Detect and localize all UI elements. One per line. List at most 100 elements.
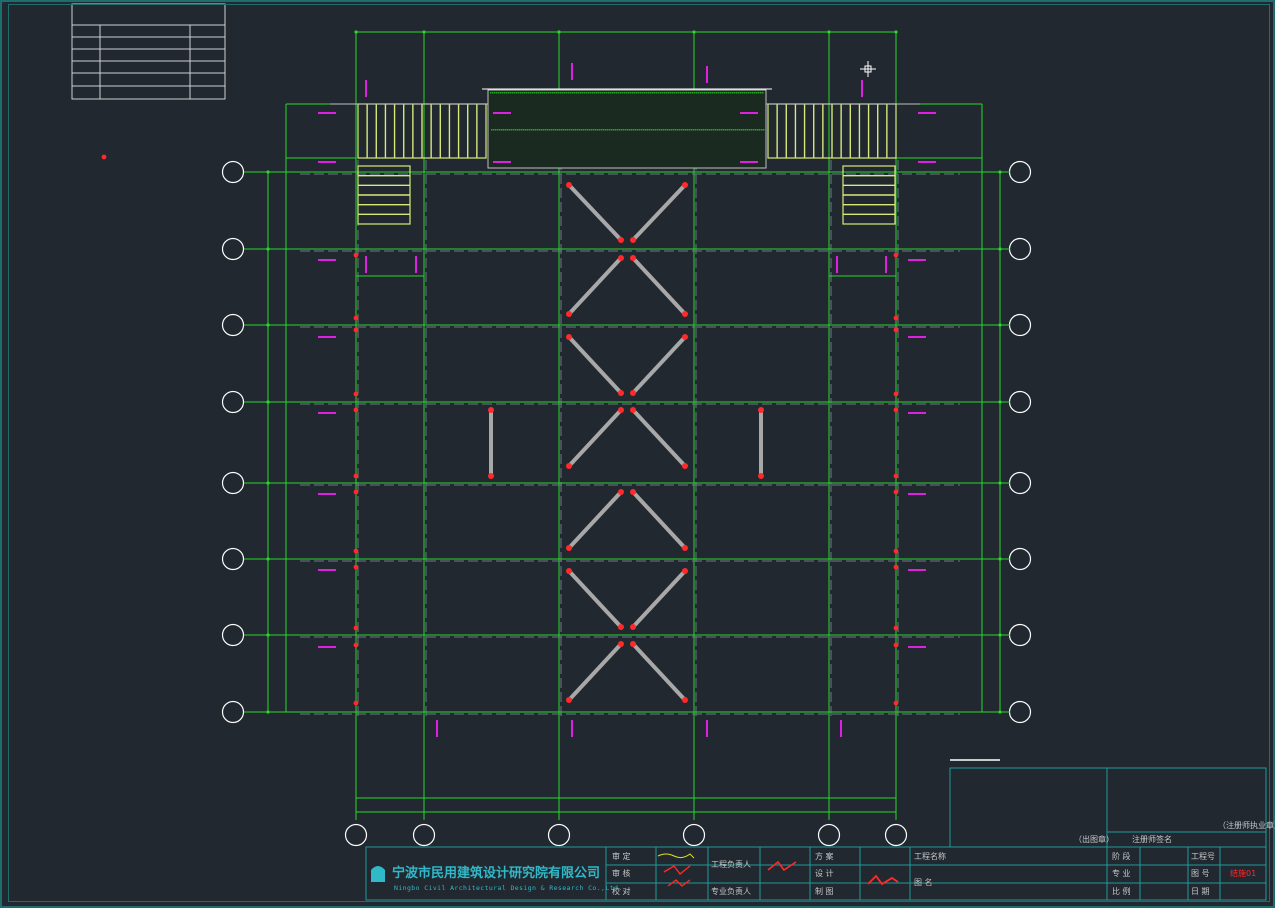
slab-hatch-dot	[728, 92, 730, 94]
slab-hatch-dot	[697, 129, 699, 131]
axis-bubble-left	[221, 547, 245, 571]
slab-hatch-dot	[597, 129, 599, 131]
slab-hatch-dot	[530, 92, 532, 94]
label-drawing-name: 图 名	[914, 878, 933, 887]
slab-hatch-dot	[636, 92, 638, 94]
slab-hatch-dot	[703, 129, 705, 131]
slab-hatch-dot	[749, 129, 751, 131]
slab-hatch-dot	[550, 92, 552, 94]
slab-hatch-dot	[621, 129, 623, 131]
brace-node	[682, 311, 688, 317]
slab-hatch-dot	[548, 92, 550, 94]
x-brace	[631, 490, 687, 550]
slab-hatch-dot	[642, 92, 644, 94]
drawing-number-value: 结施01	[1230, 869, 1257, 878]
slab-hatch-dot	[576, 92, 578, 94]
brace-node	[630, 255, 636, 261]
slab-hatch-dot	[588, 92, 590, 94]
brace-node	[630, 237, 636, 243]
slab-hatch-dot	[740, 92, 742, 94]
axis-bubble-left	[221, 390, 245, 414]
label-drawing: 制 图	[815, 887, 834, 896]
brace-node	[682, 334, 688, 340]
slab-hatch-dot	[546, 92, 548, 94]
slab-hatch-dot	[688, 92, 690, 94]
slab-hatch-dot	[520, 92, 522, 94]
slab-hatch-dot	[610, 92, 612, 94]
title-block-frame	[365, 846, 1267, 901]
slab-hatch-dot	[755, 129, 757, 131]
slab-hatch-dot	[628, 92, 630, 94]
brace-node	[630, 390, 636, 396]
slab-hatch-dot	[618, 92, 620, 94]
brace-node	[630, 489, 636, 495]
brace-node	[566, 311, 572, 317]
axis-bubble-left	[221, 237, 245, 261]
slab-hatch-dot	[501, 129, 503, 131]
slab-hatch-dot	[497, 129, 499, 131]
x-brace	[567, 183, 623, 242]
slab-hatch-dot	[754, 92, 756, 94]
brace-layer	[489, 183, 763, 702]
slab-hatch-dot	[758, 92, 760, 94]
label-reg-seal: （注册师执业章）	[1218, 821, 1275, 830]
slab-hatch-dot	[702, 92, 704, 94]
slab-hatch-dot	[615, 129, 617, 131]
column-marker	[353, 700, 359, 706]
slab-hatch-dot	[674, 92, 676, 94]
slab-hatch-dot	[599, 129, 601, 131]
brace-node	[682, 545, 688, 551]
slab-hatch-dot	[699, 129, 701, 131]
slab-hatch-dot	[532, 92, 534, 94]
slab-hatch-dot	[675, 129, 677, 131]
slab-hatch-dot	[733, 129, 735, 131]
slab-hatch-dot	[717, 129, 719, 131]
seal-block-frame	[949, 767, 1267, 848]
slab-hatch-dot	[698, 92, 700, 94]
slab-hatch-dot	[609, 129, 611, 131]
brace-node	[618, 407, 624, 413]
slab-hatch-dot	[653, 129, 655, 131]
slab-hatch-dot	[510, 92, 512, 94]
slab-hatch-dot	[722, 92, 724, 94]
slab-hatch-dot	[732, 92, 734, 94]
slab-hatch-dot	[626, 92, 628, 94]
slab-hatch-dot	[745, 129, 747, 131]
slab-hatch-dot	[583, 129, 585, 131]
slab-hatch-dot	[627, 129, 629, 131]
slab-hatch-dot	[564, 92, 566, 94]
slab-hatch-dot	[620, 92, 622, 94]
slab-hatch-dot	[723, 129, 725, 131]
slab-hatch-dot	[747, 129, 749, 131]
slab-hatch-dot	[543, 129, 545, 131]
slab-hatch-dot	[664, 92, 666, 94]
slab-hatch-dot	[743, 129, 745, 131]
slab-hatch-dot	[605, 129, 607, 131]
slab-hatch-dot	[648, 92, 650, 94]
dimension-tick	[692, 30, 696, 34]
slab-hatch-dot	[554, 92, 556, 94]
label-registered: 注册师签名	[1132, 835, 1172, 844]
slab-hatch-dot	[538, 92, 540, 94]
slab-hatch-dot	[524, 92, 526, 94]
x-brace	[631, 569, 687, 629]
slab-hatch-dot	[528, 92, 530, 94]
slab-hatch-dot	[741, 129, 743, 131]
slab-hatch-dot	[663, 129, 665, 131]
dimension-tick	[557, 30, 561, 34]
brace-node	[566, 697, 572, 703]
slab-hatch-dot	[630, 92, 632, 94]
slab-hatch-dot	[660, 92, 662, 94]
slab-hatch-dot	[495, 129, 497, 131]
brace-node	[630, 624, 636, 630]
slab-hatch-dot	[515, 129, 517, 131]
slab-hatch-dot	[645, 129, 647, 131]
slab-hatch-dot	[540, 92, 542, 94]
slab-hatch-dot	[563, 129, 565, 131]
slab-hatch-dot	[689, 129, 691, 131]
slab-hatch-dot	[731, 129, 733, 131]
slab-hatch-dot	[711, 129, 713, 131]
slab-hatch-dot	[579, 129, 581, 131]
slab-hatch-dot	[545, 129, 547, 131]
column-marker	[893, 327, 899, 333]
